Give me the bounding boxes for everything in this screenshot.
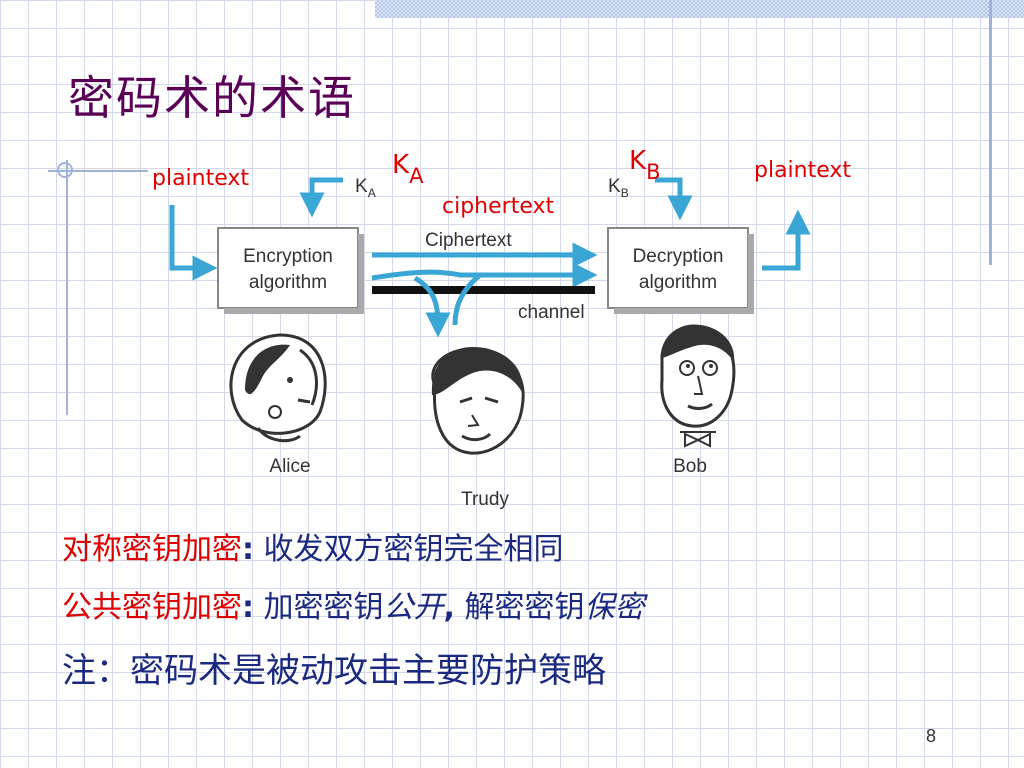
decryption-box [607,227,749,309]
public-key-comma: , [443,590,455,625]
alice-figure [229,333,327,443]
symmetric-key-label: 对称密钥加密 [62,532,242,567]
symmetric-key-description: 收发双方密钥完全相同 [254,532,564,567]
bob-label: Bob [673,456,707,477]
ciphertext-arrow-lower [371,262,598,288]
decryption-box-line1: Decryption [633,246,724,267]
public-key-label: 公共密钥加密 [62,590,242,625]
bob-figure [660,324,736,448]
trudy-figure [431,346,525,455]
key-a-label: KA [392,150,423,188]
public-key-encryption-key: 加密密钥 [254,590,384,625]
key-a-small-label: KA [355,176,376,200]
encryption-box-shadow-bottom [224,308,364,314]
ciphertext-diagram-label: Ciphertext [425,230,512,251]
symmetric-key-colon: : [242,532,254,567]
decorative-horizontal-line [48,170,148,172]
crypto-diagram-svg: KA Encryption algorithm Ciphertext chann… [169,176,811,510]
public-key-line: 公共密钥加密: 加密密钥公开, 解密密钥保密 [62,582,645,626]
encryption-box [217,227,359,309]
key-a-letter: K [392,150,410,180]
trudy-label: Trudy [461,489,509,510]
key-b-arrow [655,177,693,221]
decryption-box-line2: algorithm [639,272,717,293]
ciphertext-label: ciphertext [442,194,555,219]
slide-title: 密码术的术语 [68,71,356,125]
crypto-diagram: KA Encryption algorithm Ciphertext chann… [150,150,840,520]
public-key-secret-word: 保密 [584,590,645,625]
plaintext-output-arrow [762,209,811,271]
encryption-box-line2: algorithm [249,272,327,293]
page-number: 8 [926,726,937,746]
decorative-vertical-line-left [66,160,68,415]
decryption-box-shadow-bottom [614,308,754,314]
encryption-box-shadow [358,234,364,314]
public-key-colon: : [242,590,254,625]
plaintext-left-label: plaintext [152,166,250,191]
public-key-public-word: 公开 [383,590,444,625]
key-b-subscript: B [646,160,661,184]
key-b-label: KB [629,146,660,184]
top-decorative-band [375,0,1024,18]
decorative-circle [57,162,73,178]
key-b-small-label: KB [608,176,629,200]
channel-diagram-label: channel [518,302,585,323]
encryption-box-line1: Encryption [243,246,333,267]
trudy-intercept-arrow-2 [452,273,482,326]
trudy-intercept-arrow-1 [413,275,451,338]
key-a-arrow [299,177,343,218]
decryption-box-shadow [748,234,754,314]
decorative-vertical-line-right [989,0,992,265]
plaintext-input-arrow [169,205,218,281]
key-a-subscript: A [409,164,424,188]
key-b-letter: K [629,146,647,176]
symmetric-key-line: 对称密钥加密: 收发双方密钥完全相同 [62,524,564,568]
note-line: 注：密码术是被动攻击主要防护策略 [62,651,606,691]
public-key-decryption-key: 解密密钥 [454,590,585,625]
alice-label: Alice [269,456,310,477]
plaintext-right-label: plaintext [754,158,852,183]
